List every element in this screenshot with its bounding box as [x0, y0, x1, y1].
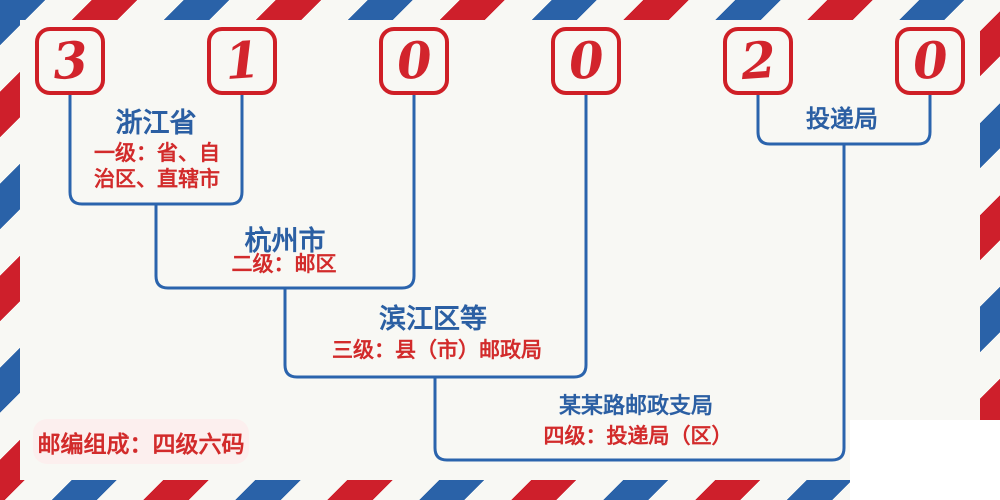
level2-name: 杭州市: [244, 226, 326, 256]
level3-desc: 三级：县（市）邮政局: [332, 339, 542, 362]
digit-box-5: 2: [723, 27, 793, 95]
digit-6: 0: [910, 29, 950, 92]
level2-desc: 二级：邮区: [231, 253, 337, 276]
diagram-background: [20, 20, 980, 480]
bottom-right-blank-patch: [850, 420, 1000, 500]
delivery-bureau-label: 投递局: [806, 107, 878, 133]
level4-desc: 四级：投递局（区）: [543, 425, 733, 448]
composition-note-text: 邮编组成：四级六码: [37, 430, 245, 457]
level1-desc-line2: 治区、直辖市: [94, 168, 220, 191]
level3-name: 滨江区等: [379, 304, 487, 334]
digit-box-1: 3: [35, 27, 105, 95]
digit-3: 0: [394, 29, 434, 92]
digit-box-6: 0: [895, 27, 965, 95]
digit-1: 3: [50, 29, 90, 92]
level1-name: 浙江省: [115, 108, 197, 138]
composition-note-pill: 邮编组成：四级六码: [33, 419, 249, 464]
digit-box-4: 0: [551, 27, 621, 95]
bracket-level4: [433, 144, 846, 462]
digit-2: 1: [222, 29, 262, 92]
digit-4: 0: [566, 29, 606, 92]
digit-box-2: 1: [207, 27, 277, 95]
level4-name: 某某路邮政支局: [558, 393, 714, 418]
level1-desc-line1: 一级：省、自: [94, 142, 220, 165]
digit-5: 2: [738, 29, 778, 92]
digit-box-3: 0: [379, 27, 449, 95]
